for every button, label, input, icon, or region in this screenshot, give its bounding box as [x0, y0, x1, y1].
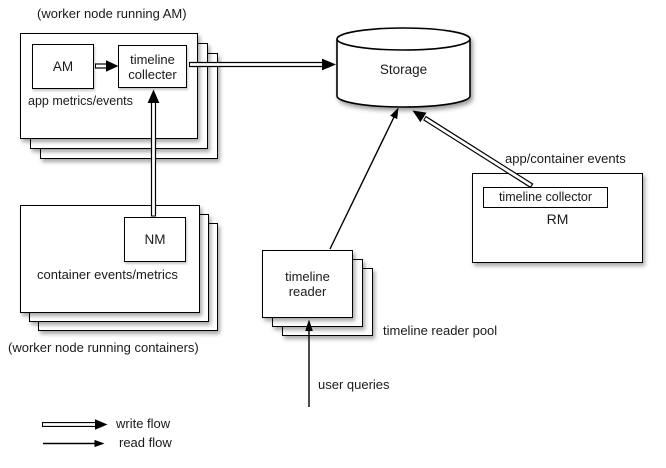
- rm-label: RM: [546, 211, 569, 227]
- am-box-label: AM: [52, 59, 74, 74]
- read-arrow-reader-to-storage: [329, 107, 399, 250]
- am-worker-caption: (worker node running AM): [37, 6, 187, 21]
- storage-label: Storage: [379, 62, 428, 77]
- am-box: AM: [32, 44, 94, 89]
- rm-timeline-collector-box: timeline collector: [483, 187, 608, 208]
- am-timeline-collector-label: timeline collecter: [128, 51, 177, 82]
- nm-box-label: NM: [144, 232, 166, 247]
- timeline-reader-box: timeline reader: [262, 250, 353, 318]
- user-queries-label: user queries: [318, 377, 390, 392]
- legend-write-arrow: [42, 419, 108, 430]
- timeline-reader-pool-label: timeline reader pool: [383, 323, 498, 338]
- legend-read-arrow: [43, 439, 105, 448]
- timeline-reader-label: timeline reader: [285, 269, 330, 299]
- nm-worker-caption: (worker node running containers): [8, 340, 199, 355]
- am-timeline-collector-box: timeline collecter: [118, 45, 187, 88]
- container-events-metrics-label: container events/metrics: [37, 267, 178, 282]
- nm-box: NM: [124, 217, 186, 262]
- app-container-events-label: app/container events: [505, 151, 626, 166]
- legend-read-flow-label: read flow: [119, 435, 172, 450]
- legend-write-flow-label: write flow: [116, 416, 171, 431]
- rm-timeline-collector-label: timeline collector: [498, 190, 593, 204]
- app-metrics-events-label: app metrics/events: [28, 94, 133, 108]
